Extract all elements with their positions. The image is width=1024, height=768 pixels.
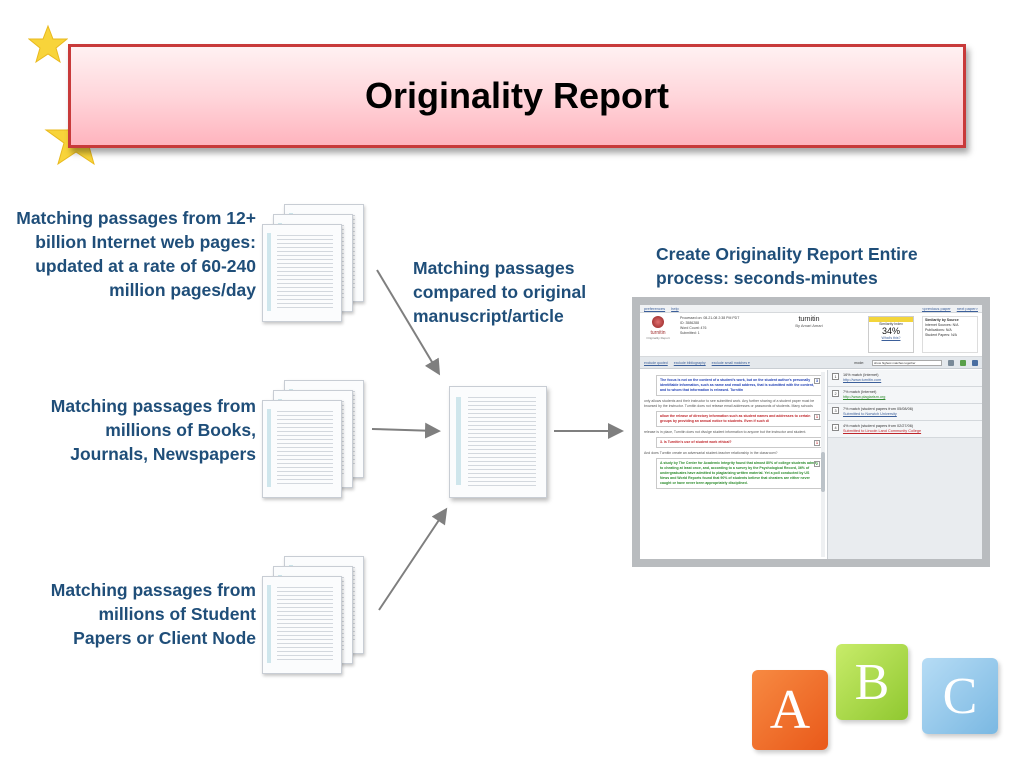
match-item: 2 7% match (Internet)http://www.plagiari… <box>828 387 982 404</box>
match-item: 1 16% match (Internet)http://www.turniti… <box>828 370 982 387</box>
block-b-letter: B <box>855 653 890 712</box>
match-number: 2 <box>832 390 839 397</box>
report-topbar: preferences help <previous paper next pa… <box>640 305 982 313</box>
passage-number: 1 <box>814 440 820 446</box>
abc-blocks: A B C <box>748 640 1008 768</box>
arrow-publications-to-manuscript <box>372 429 437 431</box>
help-link: help <box>671 306 679 311</box>
match-item: 4 4% match (student papers from 02/27/06… <box>828 421 982 438</box>
source-value: N/A <box>946 328 952 332</box>
source-name: Internet Sources: <box>925 323 952 327</box>
similarity-help-link: What's this? <box>869 336 913 340</box>
source-name: Publications: <box>925 328 945 332</box>
passage-number: 3 <box>814 378 820 384</box>
download-icon <box>972 360 978 366</box>
match-source: http://www.plagiarism.org <box>843 395 885 400</box>
block-c-letter: C <box>943 667 978 726</box>
seal-icon <box>652 316 664 328</box>
similarity-by-source: Similarity by Source Internet Sources: N… <box>922 316 978 353</box>
meta-submitted: Submitted: 1 <box>680 331 750 336</box>
next-paper-link: next paper> <box>957 306 978 311</box>
match-number: 3 <box>832 407 839 414</box>
report-meta: Processed on: 08-21-08 2:38 PM PDT ID: 3… <box>680 316 750 353</box>
preferences-link: preferences <box>644 306 665 311</box>
arrow-internet-to-manuscript <box>377 270 438 372</box>
turnitin-logo: turnitin Originality Report <box>644 316 672 353</box>
match-source: Submitted to Norwich University <box>843 412 913 417</box>
passage-text: allow the release of directory informati… <box>660 414 810 423</box>
report-toolbar: exclude quoted exclude bibliography excl… <box>640 357 982 369</box>
report-title-text: turnitin <box>758 316 860 323</box>
report-author: By Amari Amari <box>758 323 860 328</box>
source-name: Student Papers: <box>925 333 950 337</box>
block-b: B <box>836 644 908 720</box>
block-a-letter: A <box>770 678 810 742</box>
match-number: 4 <box>832 424 839 431</box>
unmatched-text: only allows students and their instructo… <box>644 399 823 409</box>
originality-report-screenshot: preferences help <previous paper next pa… <box>632 297 990 567</box>
match-number: 1 <box>832 373 839 380</box>
match-source: Submitted to Lincoln Land Community Coll… <box>843 429 921 434</box>
passage-text: The focus is not on the content of a stu… <box>660 378 814 392</box>
source-value: N/A <box>951 333 957 337</box>
previous-paper-link: <previous paper <box>922 306 951 311</box>
arrow-student-papers-to-manuscript <box>379 511 445 610</box>
print-icon <box>948 360 954 366</box>
unmatched-text: release is in place, Turnitin does not d… <box>644 430 823 435</box>
mode-label: mode: <box>854 361 864 365</box>
mode-select: show highest matches together <box>872 360 942 366</box>
match-item: 3 7% match (student papers from 05/08/06… <box>828 404 982 421</box>
brand-sub: Originality Report <box>646 336 669 340</box>
match-overview-pane: 1 16% match (Internet)http://www.turniti… <box>828 370 982 559</box>
block-a: A <box>752 670 828 750</box>
exclude-bibliography-link: exclude bibliography <box>674 361 706 365</box>
report-title: turnitin By Amari Amari <box>758 316 860 353</box>
similarity-index: Similarity Index 34% What's this? <box>868 316 914 353</box>
passage-number: 2 <box>814 461 820 467</box>
report-header: turnitin Originality Report Processed on… <box>640 313 982 357</box>
scrollbar <box>821 372 825 557</box>
passage-number: 1 <box>814 414 820 420</box>
matched-passage: 1 3. Is Turnitin's use of student work et… <box>656 437 823 448</box>
match-source: http://www.turnitin.com <box>843 378 881 383</box>
passage-text: 3. Is Turnitin's use of student work eth… <box>660 440 732 444</box>
exclude-quoted-link: exclude quoted <box>644 361 668 365</box>
passage-text: A study by The Center for Academic Integ… <box>660 461 816 485</box>
unmatched-text: And does Turnitin create an adversarial … <box>644 451 823 456</box>
source-value: N/A <box>953 323 959 327</box>
matched-passage: 1 allow the release of directory informat… <box>656 411 823 427</box>
block-c: C <box>922 658 998 734</box>
similarity-value: 34% <box>869 326 913 336</box>
refresh-icon <box>960 360 966 366</box>
exclude-small-matches-link: exclude small matches ▾ <box>712 361 750 365</box>
